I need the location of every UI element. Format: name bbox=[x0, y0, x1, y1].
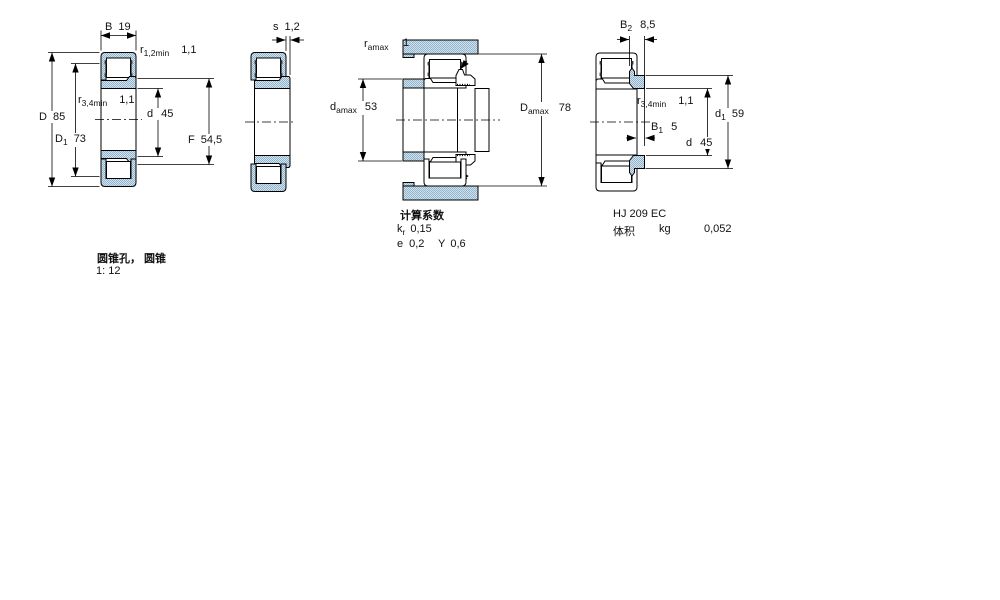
taper-bore-note: 圆锥孔， 圆锥 bbox=[97, 253, 167, 265]
diagram-3-abutment-section bbox=[358, 39, 547, 201]
bearing-1-cross-section bbox=[95, 52, 142, 187]
taper-ratio: 1: 12 bbox=[96, 265, 121, 277]
diagram-3-dimension-lines bbox=[358, 53, 547, 187]
diagram-2-dimension-lines bbox=[272, 36, 304, 75]
dim-label-ramax: ramax bbox=[364, 38, 389, 53]
hj-mass-value: 0,052 bbox=[704, 223, 732, 235]
dim-value-ramax: 1 bbox=[403, 37, 410, 49]
hj-ring-bottom bbox=[629, 155, 645, 177]
diagram-4-dimension-lines bbox=[617, 36, 733, 169]
hj-mass-label: 体积 bbox=[613, 226, 635, 238]
hj-ring-top bbox=[455, 69, 476, 86]
diagram-2-axial-displacement bbox=[245, 36, 304, 192]
bearing-3-outline bbox=[396, 53, 500, 187]
hj-designation: HJ 209 EC bbox=[613, 208, 667, 220]
diagram-1-main-section bbox=[48, 30, 214, 187]
diagram-4-hj-ring-section bbox=[590, 36, 733, 192]
bearing-4-outline bbox=[590, 52, 652, 192]
hj-mass-unit: kg bbox=[659, 223, 671, 235]
calc-factors-title: 计算系数 bbox=[400, 210, 444, 222]
housing-blocks bbox=[402, 39, 479, 201]
bearing-2-cross-section bbox=[245, 52, 296, 192]
diagram-1-dimension-lines bbox=[48, 30, 214, 187]
